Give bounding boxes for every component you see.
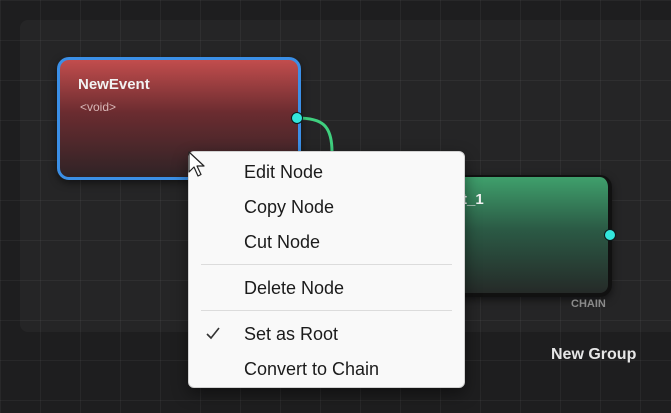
menu-item-label: Cut Node bbox=[244, 231, 321, 252]
context-menu: Edit Node Copy Node Cut Node Delete Node… bbox=[188, 151, 465, 388]
event-output-port[interactable] bbox=[291, 112, 303, 124]
event-node-return-type: <void> bbox=[80, 100, 117, 114]
mouse-pointer-icon bbox=[188, 151, 205, 177]
menu-item-edit-node[interactable]: Edit Node bbox=[189, 156, 464, 188]
event-node-title: NewEvent bbox=[78, 76, 150, 93]
checkmark-icon bbox=[206, 327, 220, 340]
menu-separator bbox=[201, 264, 452, 265]
group-title[interactable]: New Group bbox=[551, 346, 637, 363]
menu-separator bbox=[201, 310, 452, 311]
chain-node-type-label: CHAIN bbox=[571, 298, 606, 310]
menu-item-label: Set as Root bbox=[244, 323, 339, 344]
menu-item-label: Copy Node bbox=[244, 196, 335, 217]
chain-output-port[interactable] bbox=[604, 229, 616, 241]
chain-node-title: t_1 bbox=[462, 191, 484, 208]
menu-item-cut-node[interactable]: Cut Node bbox=[189, 226, 464, 258]
menu-item-set-as-root[interactable]: Set as Root bbox=[189, 318, 464, 350]
menu-item-label: Convert to Chain bbox=[244, 358, 380, 379]
menu-item-copy-node[interactable]: Copy Node bbox=[189, 191, 464, 223]
menu-item-label: Delete Node bbox=[244, 277, 345, 298]
menu-item-label: Edit Node bbox=[244, 161, 324, 182]
menu-item-delete-node[interactable]: Delete Node bbox=[189, 272, 464, 304]
menu-item-convert-to-chain[interactable]: Convert to Chain bbox=[189, 353, 464, 385]
